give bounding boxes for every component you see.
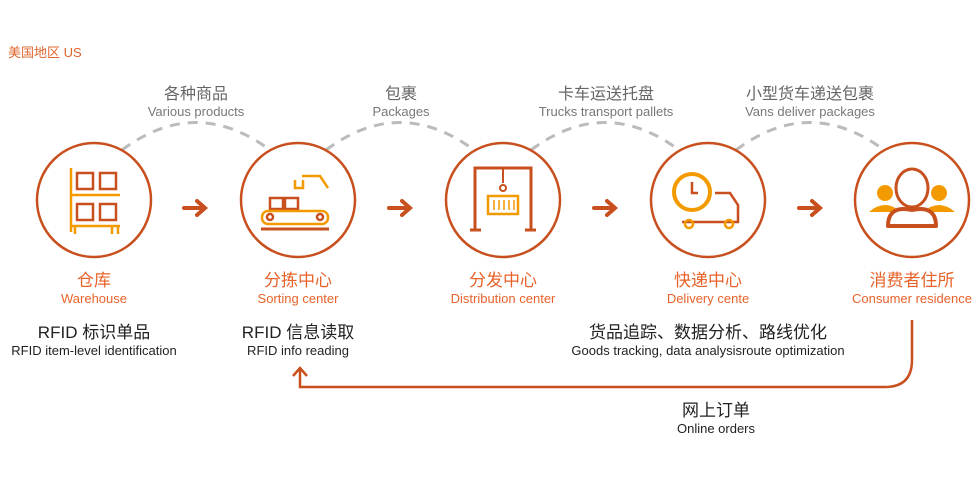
warehouse-shelf-icon: [69, 168, 120, 234]
arrow-right-icon: [592, 199, 619, 217]
conveyor-robot-icon: [260, 174, 330, 231]
return-line: [298, 320, 914, 389]
dashed-arc-3: [530, 121, 680, 152]
region-label: 美国地区 US: [8, 45, 82, 60]
node-label-delivery: 快递中心 Delivery cente: [666, 271, 750, 306]
dashed-arc-4: [735, 121, 885, 152]
node-label-warehouse: 仓库 Warehouse: [61, 271, 127, 306]
return-arrowhead: [292, 366, 308, 377]
link-caption: 包裹 Packages: [372, 86, 430, 119]
online-orders-label: 网上订单 Online orders: [676, 401, 756, 436]
note-rfid-identification: RFID 标识单品 RFID item-level identification: [11, 323, 177, 358]
node-ring-sorting: [239, 141, 357, 259]
node-ring-distribution: [444, 141, 562, 259]
dashed-arc-1: [121, 121, 271, 152]
arrow-right-icon: [797, 199, 824, 217]
node-ring-consumer: [853, 141, 971, 259]
delivery-truck-clock-icon: [672, 172, 740, 230]
arrow-right-icon: [387, 199, 414, 217]
link-caption: 各种商品 Various products: [147, 86, 245, 119]
link-caption: 小型货车递送包裹 Vans deliver packages: [745, 86, 875, 119]
node-label-distribution: 分发中心 Distribution center: [450, 271, 556, 306]
crane-container-icon: [470, 166, 536, 232]
arrow-right-icon: [182, 199, 209, 217]
note-rfid-reading: RFID 信息读取 RFID info reading: [241, 323, 355, 358]
node-label-sorting: 分拣中心 Sorting center: [257, 271, 339, 306]
consumers-icon: [869, 167, 955, 228]
note-tracking: 货品追踪、数据分析、路线优化 Goods tracking, data anal…: [571, 323, 845, 358]
link-caption: 卡车运送托盘 Trucks transport pallets: [538, 86, 674, 119]
node-ring-warehouse: [35, 141, 153, 259]
node-ring-delivery: [649, 141, 767, 259]
dashed-arc-2: [325, 121, 475, 152]
node-label-consumer: 消费者住所 Consumer residence: [852, 271, 972, 306]
